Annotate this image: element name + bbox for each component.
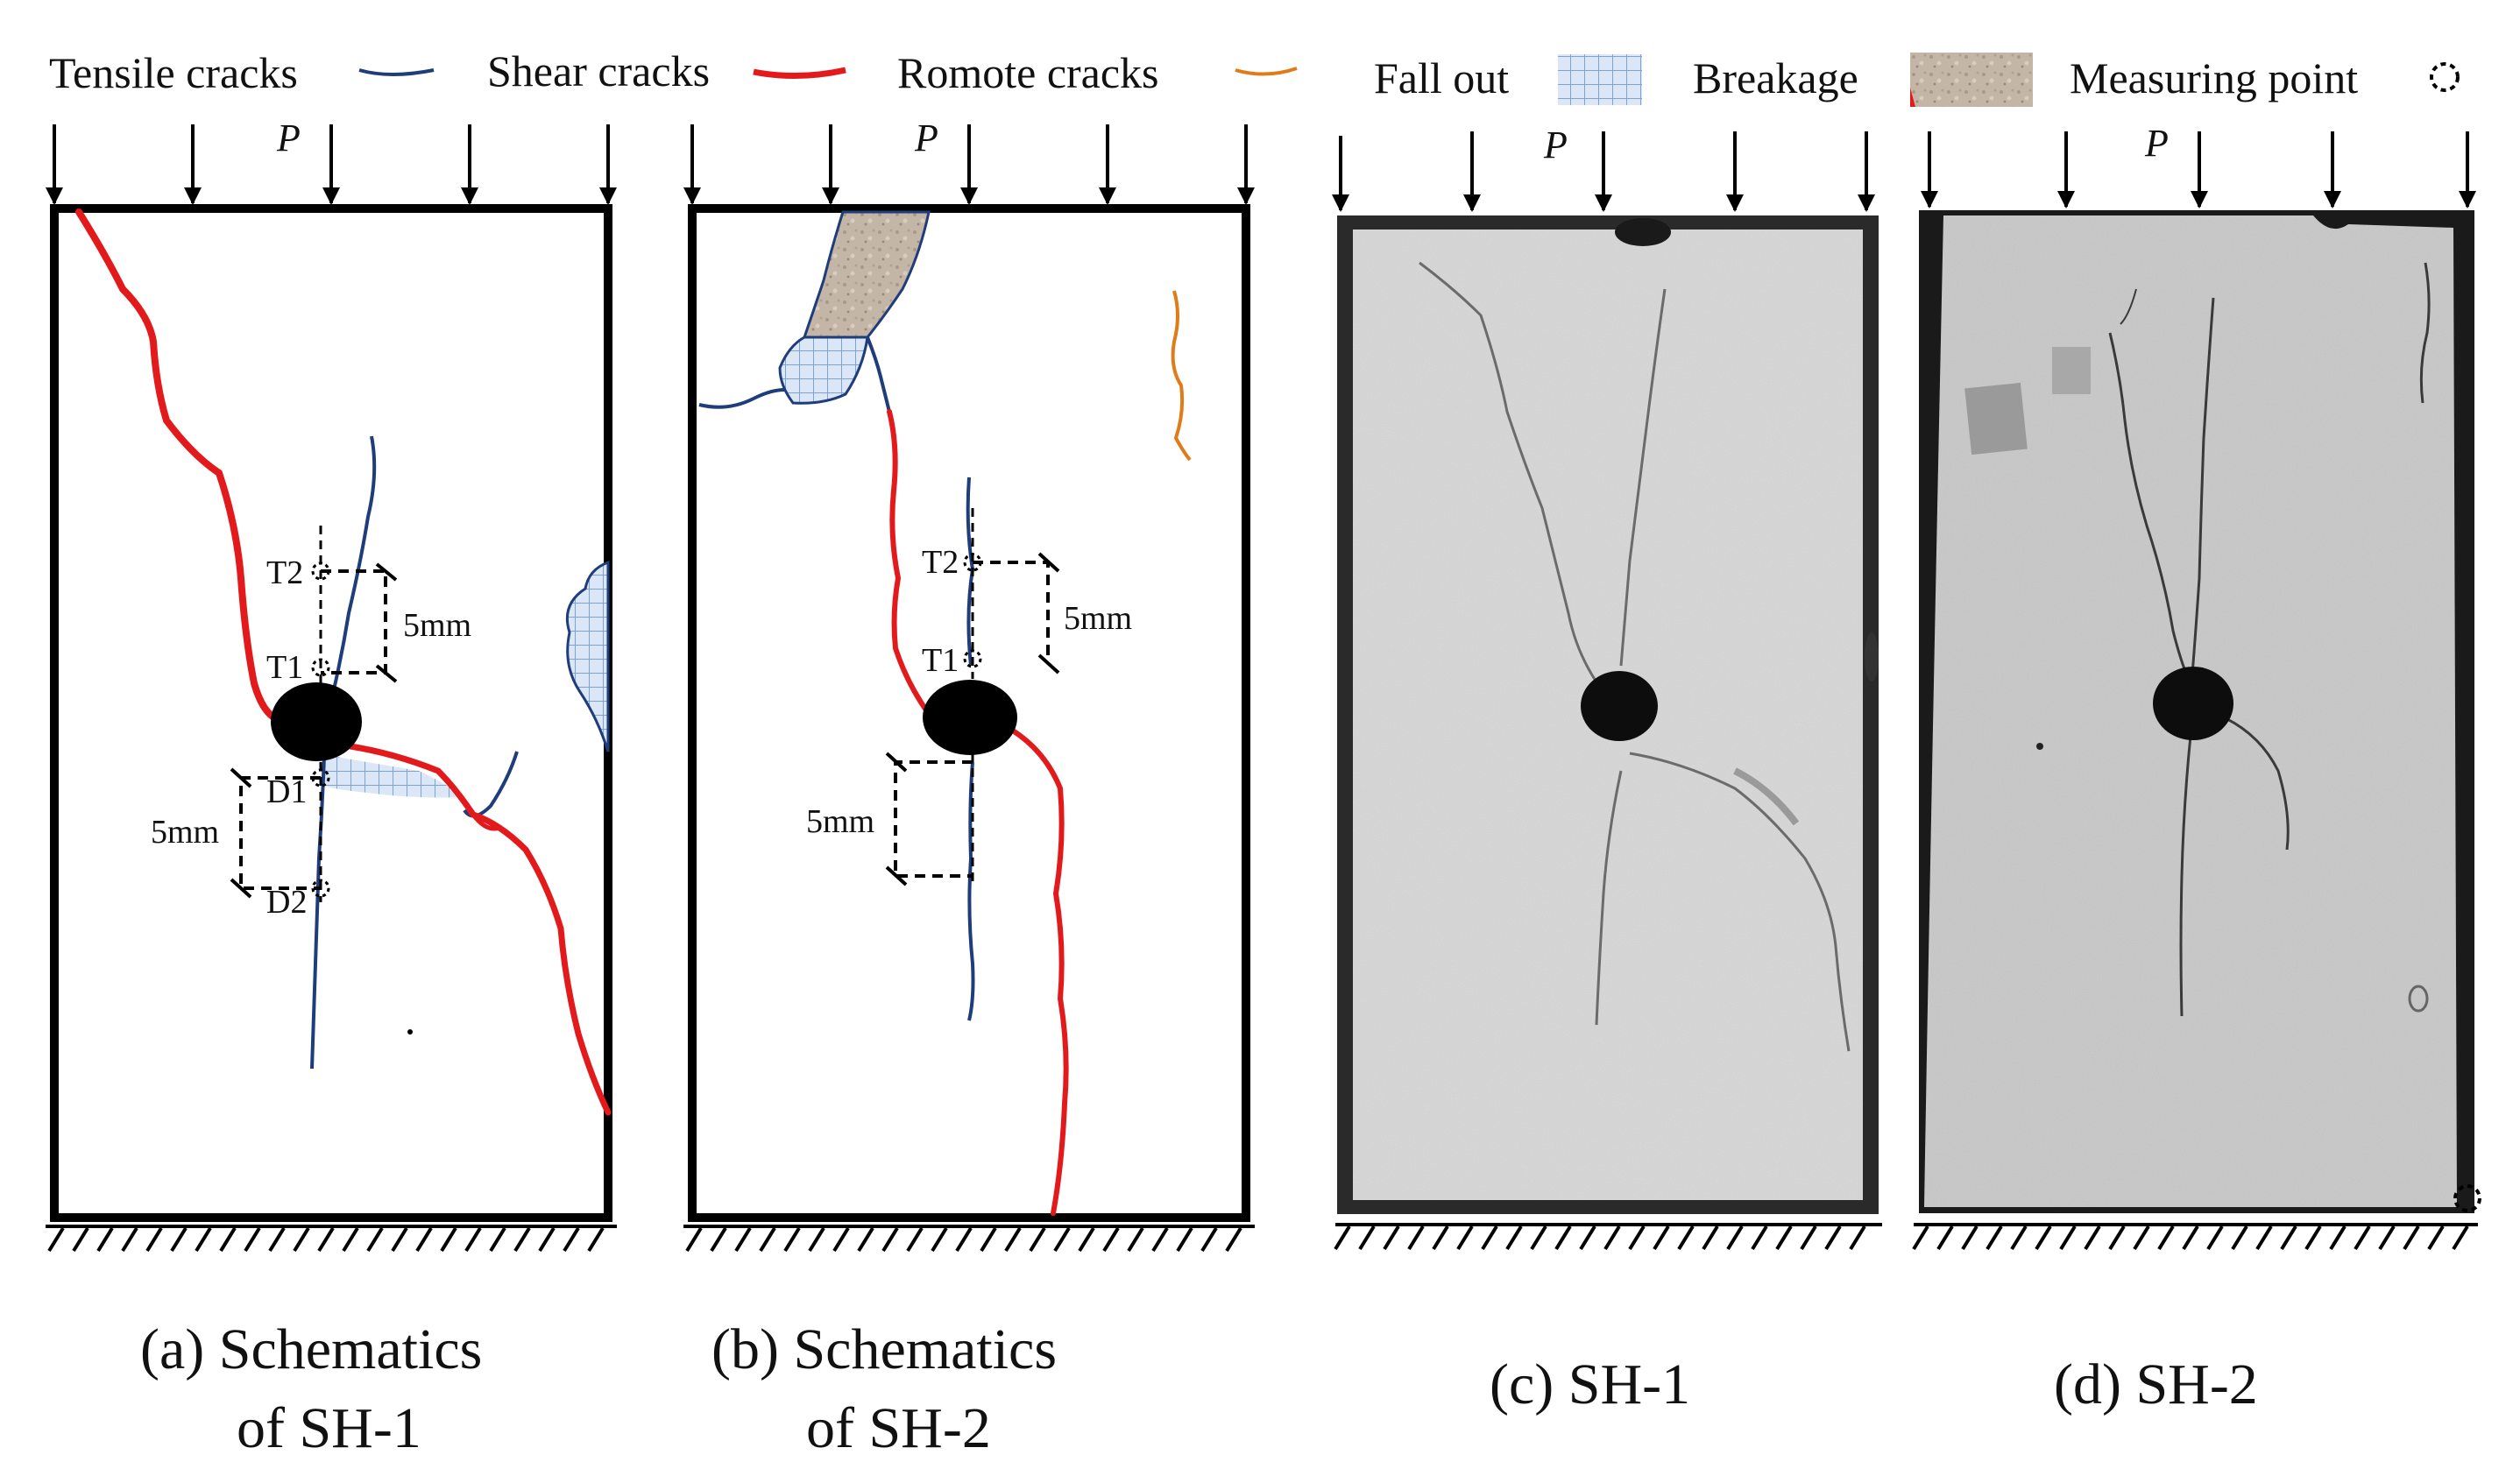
panel-c-load-label: P (1543, 124, 1568, 166)
panel-c-caption: (c) SH-1 (1490, 1352, 1690, 1416)
panel-a-caption-line2: of SH-1 (237, 1396, 421, 1460)
legend-tensile-swatch (358, 68, 435, 76)
panel-a-load-arrows (46, 124, 617, 205)
panel-b-dim-top-label: 5mm (1064, 600, 1132, 637)
panel-c-load-arrows (1332, 131, 1875, 212)
panel-a-fallout-hole (320, 755, 464, 798)
panel-c-ground (1334, 1223, 1882, 1251)
panel-d-measuring-point (2453, 1184, 2481, 1212)
panel-d-ground (1912, 1223, 2478, 1251)
panel-b-remote-crack (1171, 290, 1192, 462)
panel-b-load-label: P (914, 117, 938, 159)
panel-b-load-arrows (683, 124, 1255, 205)
panel-d: P (1912, 122, 2481, 1416)
panel-a-caption-line1: (a) Schematics (140, 1317, 482, 1381)
legend: Tensile cracks Shear cracks Romote crack… (49, 46, 2460, 107)
legend-measuring-label: Measuring point (2070, 53, 2358, 102)
panel-b-t1-label: T1 (922, 642, 959, 679)
panel-b-ground (683, 1225, 1255, 1253)
panel-d-load-label: P (2144, 122, 2169, 165)
panel-a-fallout-right (565, 560, 610, 752)
legend-fallout-label: Fall out (1374, 53, 1509, 102)
legend-shear-swatch (753, 67, 846, 80)
panel-a-d2-label: D2 (266, 884, 307, 921)
panel-a-t2-label: T2 (266, 554, 303, 591)
panel-a-dim-top-label: 5mm (403, 607, 471, 644)
legend-tensile-label: Tensile cracks (49, 48, 298, 97)
panel-b-dim-bottom-label: 5mm (806, 803, 874, 840)
panel-b-t2-label: T2 (922, 544, 959, 581)
panel-c: P (c) SH-1 (1332, 124, 1882, 1416)
panel-a-load-label: P (276, 117, 301, 159)
panel-a-t1-label: T1 (266, 649, 303, 686)
legend-remote-swatch (1235, 67, 1298, 76)
panel-c-hole (1581, 671, 1658, 741)
panel-b: P (683, 117, 1255, 1460)
panel-d-load-arrows (1921, 131, 2476, 208)
panel-b-caption-line1: (b) Schematics (711, 1317, 1057, 1381)
panel-d-hole (2153, 667, 2233, 740)
panel-a-dim-top (321, 562, 398, 683)
panel-b-fallout (778, 335, 869, 405)
panel-a-shear-cracks (75, 208, 612, 1116)
legend-fallout-swatch (1558, 54, 1642, 105)
legend-remote-label: Romote cracks (897, 48, 1159, 97)
legend-shear-label: Shear cracks (487, 46, 710, 95)
panel-a-dim-bottom-label: 5mm (151, 814, 219, 851)
legend-measuring-symbol (2430, 62, 2460, 92)
panel-a-d1-label: D1 (266, 773, 307, 810)
panel-c-photo-cracks (1419, 261, 1851, 1052)
legend-breakage-swatch (1910, 53, 2033, 107)
panel-b-hole (923, 680, 1017, 755)
legend-breakage-label: Breakage (1693, 53, 1858, 102)
panel-b-dim-bottom (885, 752, 973, 886)
panel-b-caption-line2: of SH-2 (806, 1396, 991, 1460)
panel-a-hole (271, 682, 362, 761)
panel-a-dim-bottom (230, 767, 321, 899)
panel-b-shear-cracks (887, 409, 1069, 1216)
panel-a-ground (46, 1225, 617, 1253)
panel-d-photo-cracks (2108, 262, 2431, 1017)
panel-b-dim-top (973, 552, 1060, 674)
panel-a: P (46, 117, 617, 1460)
panel-d-caption: (d) SH-2 (2054, 1352, 2258, 1416)
